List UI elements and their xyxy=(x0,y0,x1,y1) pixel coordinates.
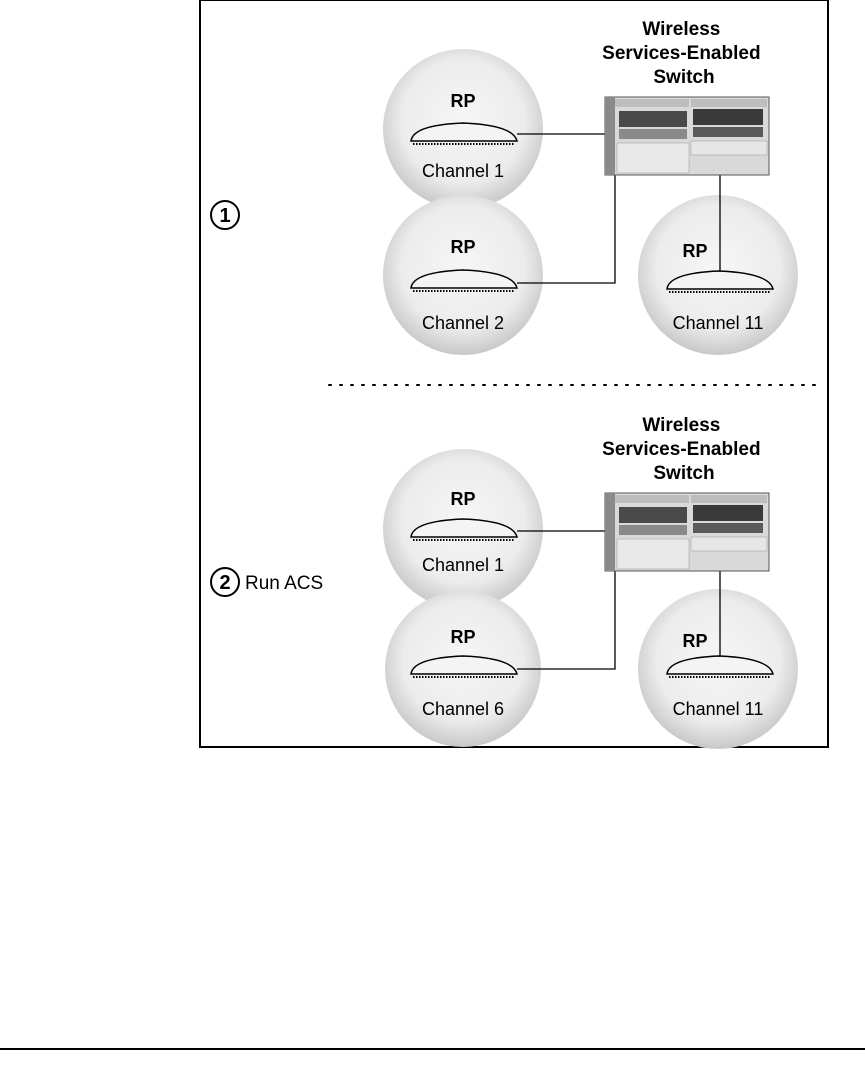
page-bottom-rule xyxy=(0,1048,865,1050)
network-links xyxy=(517,133,721,284)
switch-title-line: Wireless xyxy=(642,19,720,40)
rp-label: RP xyxy=(682,241,707,261)
diagram-frame: 1 xyxy=(199,0,829,749)
switch-device xyxy=(604,96,770,176)
access-point-icon xyxy=(410,518,518,541)
switch-title-line: Services-Enabled xyxy=(602,439,760,460)
network-links xyxy=(517,530,721,670)
rp-label: RP xyxy=(450,627,475,647)
access-point-icon xyxy=(666,655,774,678)
channel-label: Channel 11 xyxy=(673,699,764,719)
access-point-icon xyxy=(410,122,518,145)
panel-1: 1 xyxy=(210,19,798,355)
switch-title-line: Switch xyxy=(653,67,714,88)
switch-title-line: Services-Enabled xyxy=(602,43,760,64)
radio-port: RP Channel 1 xyxy=(410,91,518,181)
rp-label: RP xyxy=(450,237,475,257)
access-point-icon xyxy=(410,655,518,678)
channel-label: Channel 1 xyxy=(422,555,504,575)
rp-label: RP xyxy=(682,631,707,651)
rp-label: RP xyxy=(450,489,475,509)
radio-port: RP Channel 1 xyxy=(410,489,518,575)
radio-port: RP Channel 11 xyxy=(666,631,774,719)
step-badge: 1 xyxy=(210,200,240,230)
channel-label: Channel 11 xyxy=(673,313,764,333)
switch-device xyxy=(604,492,770,572)
step-number: 2 xyxy=(219,572,230,594)
channel-label: Channel 6 xyxy=(422,699,504,719)
step-badge: 2 xyxy=(210,567,240,597)
radio-port: RP Channel 2 xyxy=(410,237,518,333)
panel-2: 2 Run ACS xyxy=(210,415,798,749)
switch-title-line: Wireless xyxy=(642,415,720,436)
radio-port: RP Channel 11 xyxy=(666,241,774,333)
network-diagram: 1 xyxy=(210,19,824,749)
access-point-icon xyxy=(410,269,518,292)
switch-title-line: Switch xyxy=(653,463,714,484)
access-point-icon xyxy=(666,270,774,293)
channel-label: Channel 1 xyxy=(422,161,504,181)
radio-port: RP Channel 6 xyxy=(410,627,518,719)
svg-text:Wireless Services-Enab: Wireless Services-Enabled Switch xyxy=(602,415,766,484)
svg-text:Wireless Services-Enab: Wireless Services-Enabled Switch xyxy=(602,19,766,88)
step-label: Run ACS xyxy=(245,573,323,594)
rp-label: RP xyxy=(450,91,475,111)
channel-label: Channel 2 xyxy=(422,313,504,333)
step-number: 1 xyxy=(219,205,230,227)
